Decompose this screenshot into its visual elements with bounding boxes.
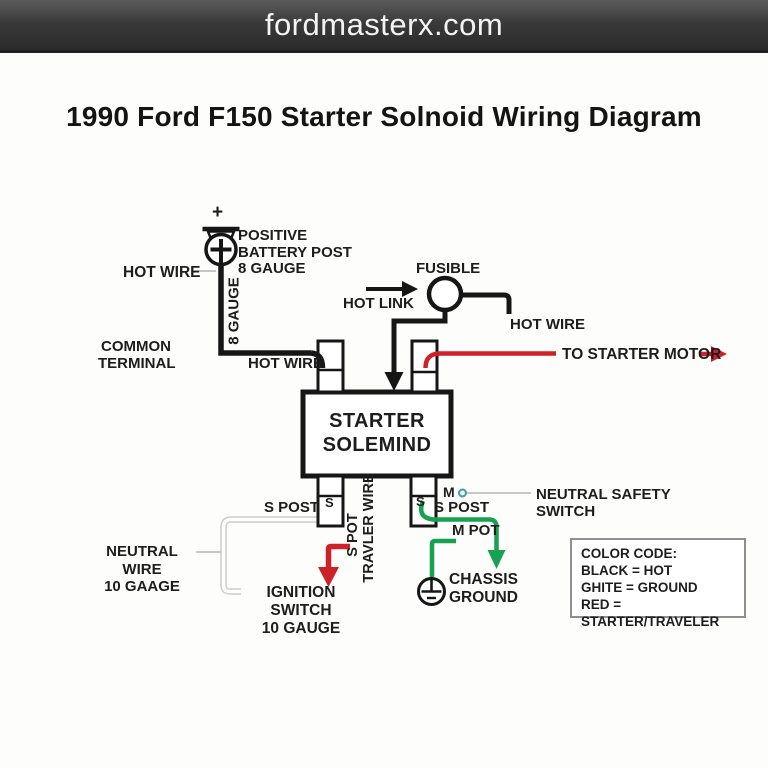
- hot-wire-battery-label: HOT WIRE: [123, 264, 201, 281]
- s-pot-vertical-label: S POT: [345, 513, 361, 557]
- terminal-dividers: [318, 368, 437, 498]
- starter-solenoid-box: [300, 389, 454, 479]
- color-code-box: COLOR CODE: BLACK = HOT GHITE = GROUND R…: [570, 538, 746, 629]
- neutral-white-wire-outline: [220, 503, 334, 595]
- s-post-right-label: S POST: [434, 499, 490, 516]
- neutral-safety-switch-label: NEUTRAL SAFETY SWITCH: [536, 486, 671, 520]
- battery-post-icon: [202, 226, 240, 267]
- m-pot-label: M POT: [452, 522, 500, 539]
- site-title: fordmasterx.com: [264, 7, 504, 42]
- s-terminal-right-letter: S: [416, 494, 425, 509]
- color-code-title: COLOR CODE:: [581, 546, 677, 561]
- common-terminal-wire-curve: [310, 350, 326, 369]
- fusible-to-solenoid-wire: [391, 308, 448, 381]
- battery-plus-sign: +: [212, 202, 224, 223]
- battery-hot-wire: [218, 256, 311, 356]
- battery-post-label: POSITIVE BATTERY POST 8 GAUGE: [238, 227, 352, 277]
- starter-motor-arrow-icon: [711, 346, 727, 362]
- hot-link-label: HOT LINK: [343, 295, 414, 312]
- s-post-left-label: S POST: [264, 499, 320, 516]
- gauge-vertical-label: 8 GAUGE: [225, 277, 243, 345]
- ground-green-wire: [418, 500, 499, 551]
- color-code-red: RED = STARTER/TRAVELER: [581, 597, 720, 629]
- color-code-white: GHITE = GROUND: [581, 580, 698, 595]
- ignition-switch-label: IGNITION SWITCH 10 GAUGE: [261, 584, 341, 637]
- neutral-wire-label: NEUTRAL WIRE 10 GAAGE: [104, 543, 180, 595]
- common-terminal-label: COMMON TERMINAL: [98, 338, 176, 372]
- site-header: fordmasterx.com: [0, 0, 768, 53]
- chassis-ground-green-wire: [429, 538, 456, 577]
- hot-wire-fusible-label: HOT WIRE: [510, 316, 585, 333]
- ignition-arrow-icon: [318, 567, 339, 587]
- s-terminal-left-letter: S: [325, 495, 334, 510]
- starter-motor-red-wire: [423, 351, 556, 369]
- ignition-red-wire: [325, 543, 350, 569]
- hot-wire-solenoid-label: HOT WIRE: [248, 355, 323, 372]
- m-terminal-label: M: [443, 484, 455, 500]
- neutral-safety-node-icon: [458, 488, 467, 498]
- down-arrow-icon: [384, 372, 404, 391]
- chassis-ground-icon: [417, 577, 446, 606]
- fusible-label: FUSIBLE: [416, 260, 481, 277]
- to-starter-motor-label: TO STARTER MOTOR: [562, 346, 722, 363]
- chassis-ground-label: CHASSIS GROUND: [449, 571, 518, 606]
- ground-arrow-icon: [487, 550, 506, 569]
- fusible-hot-wire: [459, 292, 512, 314]
- color-code-black: BLACK = HOT: [581, 563, 673, 578]
- travler-wire-vertical-label: TRAVLER WIRE: [361, 473, 377, 583]
- leader-lines: [192, 270, 531, 553]
- page-title: 1990 Ford F150 Starter Solnoid Wiring Di…: [66, 101, 702, 132]
- starter-solenoid-label: STARTER SOLEMIND: [322, 410, 432, 456]
- terminal-bottom-left: [316, 474, 345, 528]
- hot-link-arrow-icon: [402, 281, 418, 297]
- fusible-link-icon: [426, 275, 464, 313]
